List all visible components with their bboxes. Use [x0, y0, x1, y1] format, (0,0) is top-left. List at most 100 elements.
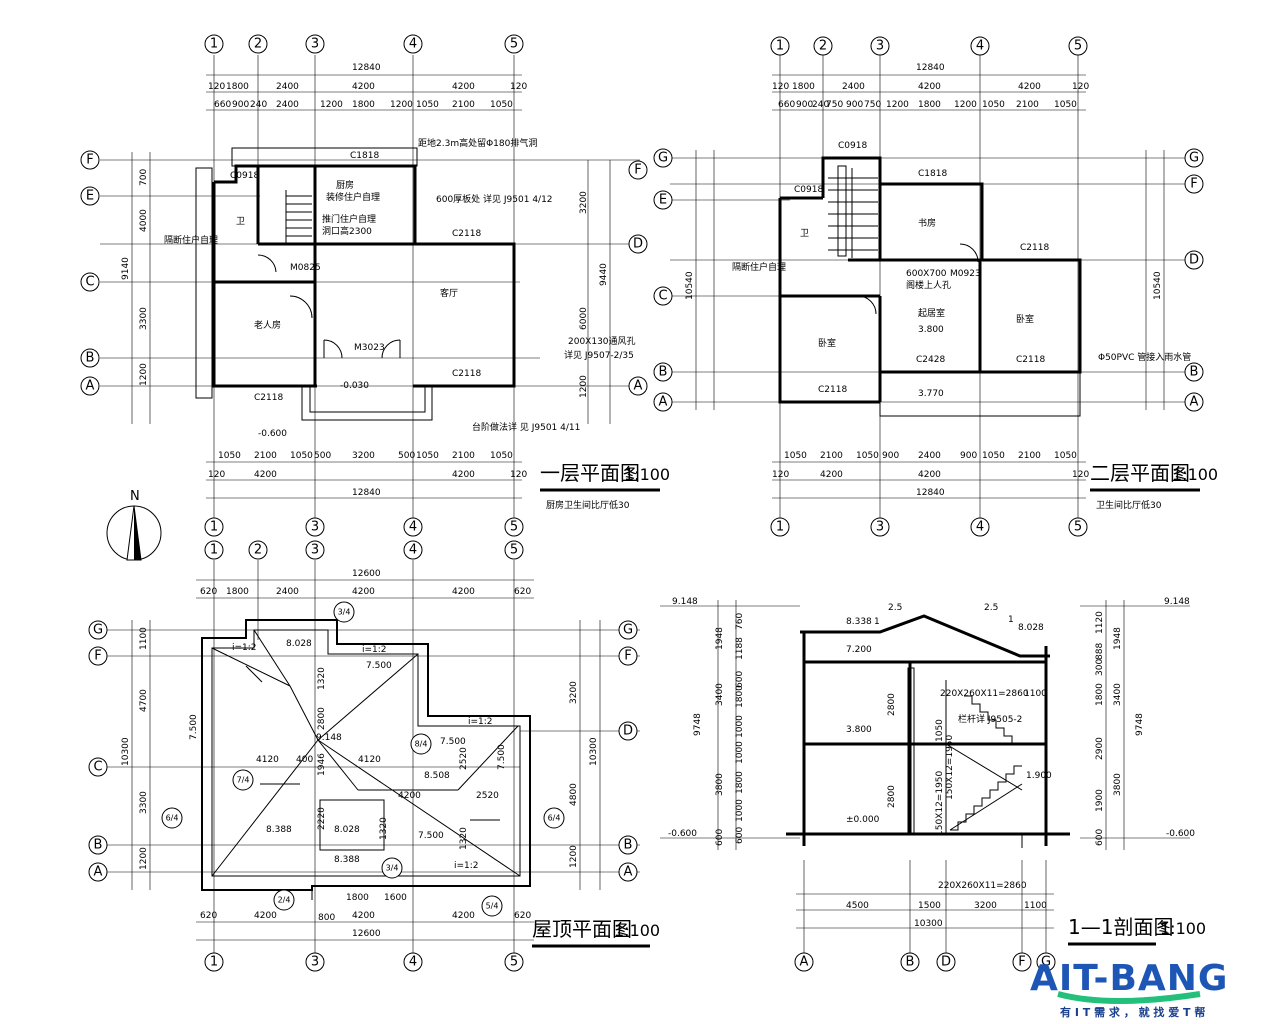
roof-level: 8.028 — [286, 639, 312, 649]
sec-level: 9.148 — [672, 597, 698, 607]
f2-axis-A-right: A — [1190, 395, 1199, 410]
roof-detail-7-4: 7/4 — [237, 776, 250, 785]
roof-detail-3-4: 3/4 — [338, 608, 351, 617]
f1-note: 隔断住户自理 — [164, 234, 218, 246]
f2-dim: 1800 — [792, 82, 815, 92]
sec-dim: 600 — [735, 671, 745, 688]
roof-dim: 4200 — [352, 587, 375, 597]
f1-axis-3: 3 — [311, 37, 319, 52]
f2-dim: 900 — [882, 451, 899, 461]
f2-dim: 2100 — [1018, 451, 1041, 461]
sec-axis-D: D — [941, 955, 951, 970]
f2-dim: 2100 — [1016, 100, 1039, 110]
roof-slope: i=1:2 — [454, 861, 479, 871]
f1-dim: 1050 — [290, 451, 313, 461]
roof-dim: 1320 — [459, 827, 469, 850]
f1-dim: 660 — [214, 100, 231, 110]
sec-dim: 1100 — [1024, 901, 1047, 911]
sec-dim: 3200 — [974, 901, 997, 911]
f1-right-total: 9440 — [599, 263, 609, 286]
roof-slope: i=1:2 — [232, 643, 257, 653]
roof-dim: 4700 — [139, 689, 149, 712]
north-arrow: N — [106, 489, 162, 561]
roof-dim: 3200 — [569, 681, 579, 704]
roof-overall-top: 12600 — [352, 569, 381, 579]
roof-axis-4: 4 — [409, 543, 417, 558]
f2-dim: 750 — [826, 100, 843, 110]
roof-axis-D-right: D — [623, 724, 633, 739]
f1-axis-C: C — [85, 275, 94, 290]
f2-scale: 1:100 — [1172, 465, 1218, 484]
f1-dim: 1050 — [416, 100, 439, 110]
f2-axis-B: B — [659, 365, 668, 380]
f1-dim: 1200 — [390, 100, 413, 110]
f1-axis-D-right: D — [633, 237, 643, 252]
sec-dim: 3400 — [715, 683, 725, 706]
f1-note: 详见 J9507-2/35 — [564, 349, 634, 361]
f1-dim: 1200 — [579, 375, 589, 398]
f2-note: Φ50PVC 管接入雨水管 — [1098, 351, 1191, 363]
roof-axis-3: 3 — [311, 543, 319, 558]
roof-detail-2-4: 2/4 — [278, 896, 291, 905]
sec-level: ±0.000 — [846, 815, 880, 825]
sec-dim: 1000 — [735, 799, 745, 822]
f1-label: M3023 — [354, 343, 385, 353]
f2-dim: 120 — [772, 82, 789, 92]
f1-label: M0825 — [290, 263, 321, 273]
f1-note: 台阶做法详 见 J9501 4/11 — [472, 421, 580, 433]
roof-slope: i=1:2 — [468, 717, 493, 727]
f1-dim: 1200 — [320, 100, 343, 110]
f2-dim: 120 — [1072, 470, 1089, 480]
f2-dim: 2400 — [918, 451, 941, 461]
f1-room-elderly: 老人房 — [254, 319, 281, 331]
f1-room-living: 客厅 — [440, 287, 458, 299]
roof-dim: 620 — [200, 587, 217, 597]
sec-bottom-total: 10300 — [914, 919, 943, 929]
sec-dim: 3400 — [1113, 683, 1123, 706]
f1-room-note: 推门住户自理 — [322, 213, 376, 225]
sec-level: 8.338 — [846, 617, 872, 627]
f2-level: 3.770 — [918, 389, 944, 399]
sec-dim: 1800 — [735, 771, 745, 794]
f2-axis-5-bottom: 5 — [1074, 520, 1082, 535]
roof-level: 9.148 — [316, 733, 342, 743]
roof-dim: 1800 — [226, 587, 249, 597]
f2-dim: 120 — [1072, 82, 1089, 92]
roof-dim: 4200 — [254, 911, 277, 921]
sec-note: 2800 — [887, 693, 897, 716]
f2-dim: 660 — [778, 100, 795, 110]
roof-axis-B-right: B — [624, 838, 633, 853]
f2-dim: 750 — [864, 100, 881, 110]
f2-dim: 1800 — [918, 100, 941, 110]
f2-dim: 4200 — [820, 470, 843, 480]
f1-room-toilet: 卫 — [236, 217, 245, 227]
roof-slope: i=1:2 — [362, 645, 387, 655]
f1-axis-A-right: A — [634, 379, 643, 394]
roof-level: 8.388 — [266, 825, 292, 835]
f2-axis-4: 4 — [976, 39, 984, 54]
f1-dim: 120 — [510, 82, 527, 92]
f1-axis-1-bottom: 1 — [210, 520, 218, 535]
roof-dim: 2520 — [476, 791, 499, 801]
f1-axis-3-bottom: 3 — [311, 520, 319, 535]
f2-dim: 1050 — [982, 100, 1005, 110]
roof-dim: 1800 — [346, 893, 369, 903]
f1-dim: 4200 — [452, 470, 475, 480]
f2-dim: 4200 — [1018, 82, 1041, 92]
f1-subnote: 厨房卫生间比厅低30 — [546, 499, 630, 511]
f1-axis-4: 4 — [409, 37, 417, 52]
roof-axis-C: C — [93, 760, 102, 775]
f2-room-bed1: 卧室 — [1016, 313, 1034, 325]
f2-dim: 1050 — [784, 451, 807, 461]
f2-left-total: 10540 — [685, 271, 695, 300]
floor2-plan: 1 2 3 4 5 1 3 4 5 G E C B A G F D B A 12… — [653, 36, 1218, 537]
f2-note: 隔断住户自理 — [732, 261, 786, 273]
f2-axis-B-right: B — [1190, 365, 1199, 380]
roof-level: 7.500 — [189, 714, 199, 740]
sec-note: 220X260X11=2860 — [938, 881, 1027, 891]
f2-dim: 4200 — [918, 82, 941, 92]
sec-level: 8.028 — [1018, 623, 1044, 633]
roof-dim: 4200 — [452, 911, 475, 921]
sec-note: 150X12=1950 — [945, 734, 955, 800]
f1-overall-top: 12840 — [352, 63, 381, 73]
